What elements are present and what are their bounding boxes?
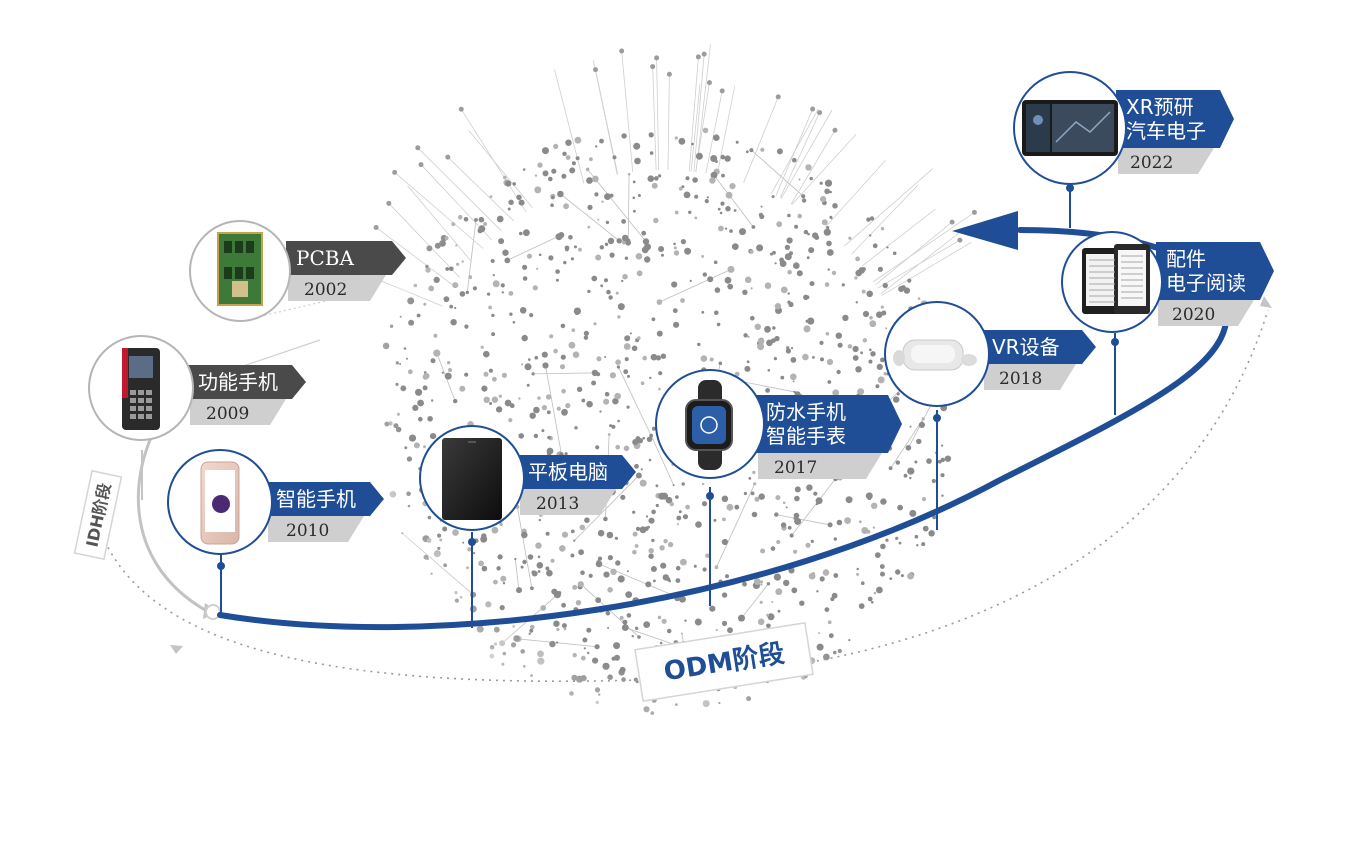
milestone-label-line: 平板电脑 (528, 460, 608, 484)
milestones-layer: PCBA 2002 功能手机 2009 智能手机 2010 平板电脑 2013 防水手机智能手表… (88, 71, 1274, 555)
milestone-tablet: 平板电脑 2013 (419, 425, 636, 531)
car-display-icon (1022, 100, 1118, 156)
milestone-vr: VR设备 2018 (884, 301, 1096, 407)
milestone-year-band (1158, 300, 1254, 326)
milestone-label-banner (188, 365, 306, 399)
vr-headset-icon (893, 339, 977, 371)
smartphone-icon (200, 461, 240, 545)
idh-phase-curve (136, 419, 206, 612)
milestone-label-line: 防水手机 (766, 400, 846, 424)
milestone-label-banner (756, 395, 902, 453)
milestone-year-band (288, 275, 386, 301)
milestone-feature-phone: 功能手机 2009 (88, 335, 306, 441)
odm-phase-tag: ODM阶段 (634, 622, 814, 702)
milestone-year-band (190, 399, 286, 425)
milestone-label-line: 功能手机 (198, 370, 278, 394)
milestone-label-banner (286, 241, 406, 275)
milestone-label-banner (518, 455, 636, 489)
milestone-year-band (984, 364, 1076, 390)
odm-arc-arrowhead (952, 211, 1018, 250)
orbit-arrowhead-left (170, 645, 183, 654)
milestone-year: 2010 (286, 521, 329, 541)
milestone-year-band (268, 516, 364, 542)
milestone-label-line: VR设备 (992, 335, 1060, 359)
ereader-icon (1082, 244, 1150, 314)
milestone-label-banner (1116, 90, 1234, 148)
milestone-label-line: 智能手表 (766, 424, 846, 448)
pcb-board-icon (217, 232, 263, 306)
milestone-label-line: XR预研 (1126, 95, 1194, 119)
milestone-year: 2017 (774, 458, 817, 478)
idh-phase-tag: IDH阶段 (73, 469, 123, 561)
feature-phone-icon (122, 348, 160, 430)
milestone-year: 2018 (999, 369, 1042, 389)
tablet-icon (442, 438, 502, 520)
milestone-label-line: 配件 (1166, 247, 1206, 271)
milestone-label-line: 智能手机 (276, 487, 356, 511)
milestone-label-line: 汽车电子 (1126, 119, 1206, 143)
milestone-year-band (1118, 148, 1214, 174)
milestone-year: 2020 (1172, 305, 1215, 325)
milestone-label-banner (266, 482, 384, 516)
milestone-label-banner (982, 330, 1096, 364)
milestone-year-band (758, 453, 882, 479)
milestone-year: 2009 (206, 404, 249, 424)
milestone-label-line: PCBA (296, 246, 354, 270)
milestone-year-band (520, 489, 616, 515)
milestone-year: 2002 (304, 280, 347, 300)
milestone-year: 2022 (1130, 153, 1173, 173)
milestone-year: 2013 (536, 494, 579, 514)
milestone-smartphone: 智能手机 2010 (167, 449, 384, 555)
milestone-label-banner (1156, 242, 1274, 300)
milestone-pcba: PCBA 2002 (189, 220, 406, 322)
orbit-arrowhead-right (1260, 296, 1272, 308)
smartwatch-icon (685, 380, 733, 470)
milestone-label-line: 电子阅读 (1166, 271, 1246, 295)
network-globe-graphic (337, 44, 977, 720)
